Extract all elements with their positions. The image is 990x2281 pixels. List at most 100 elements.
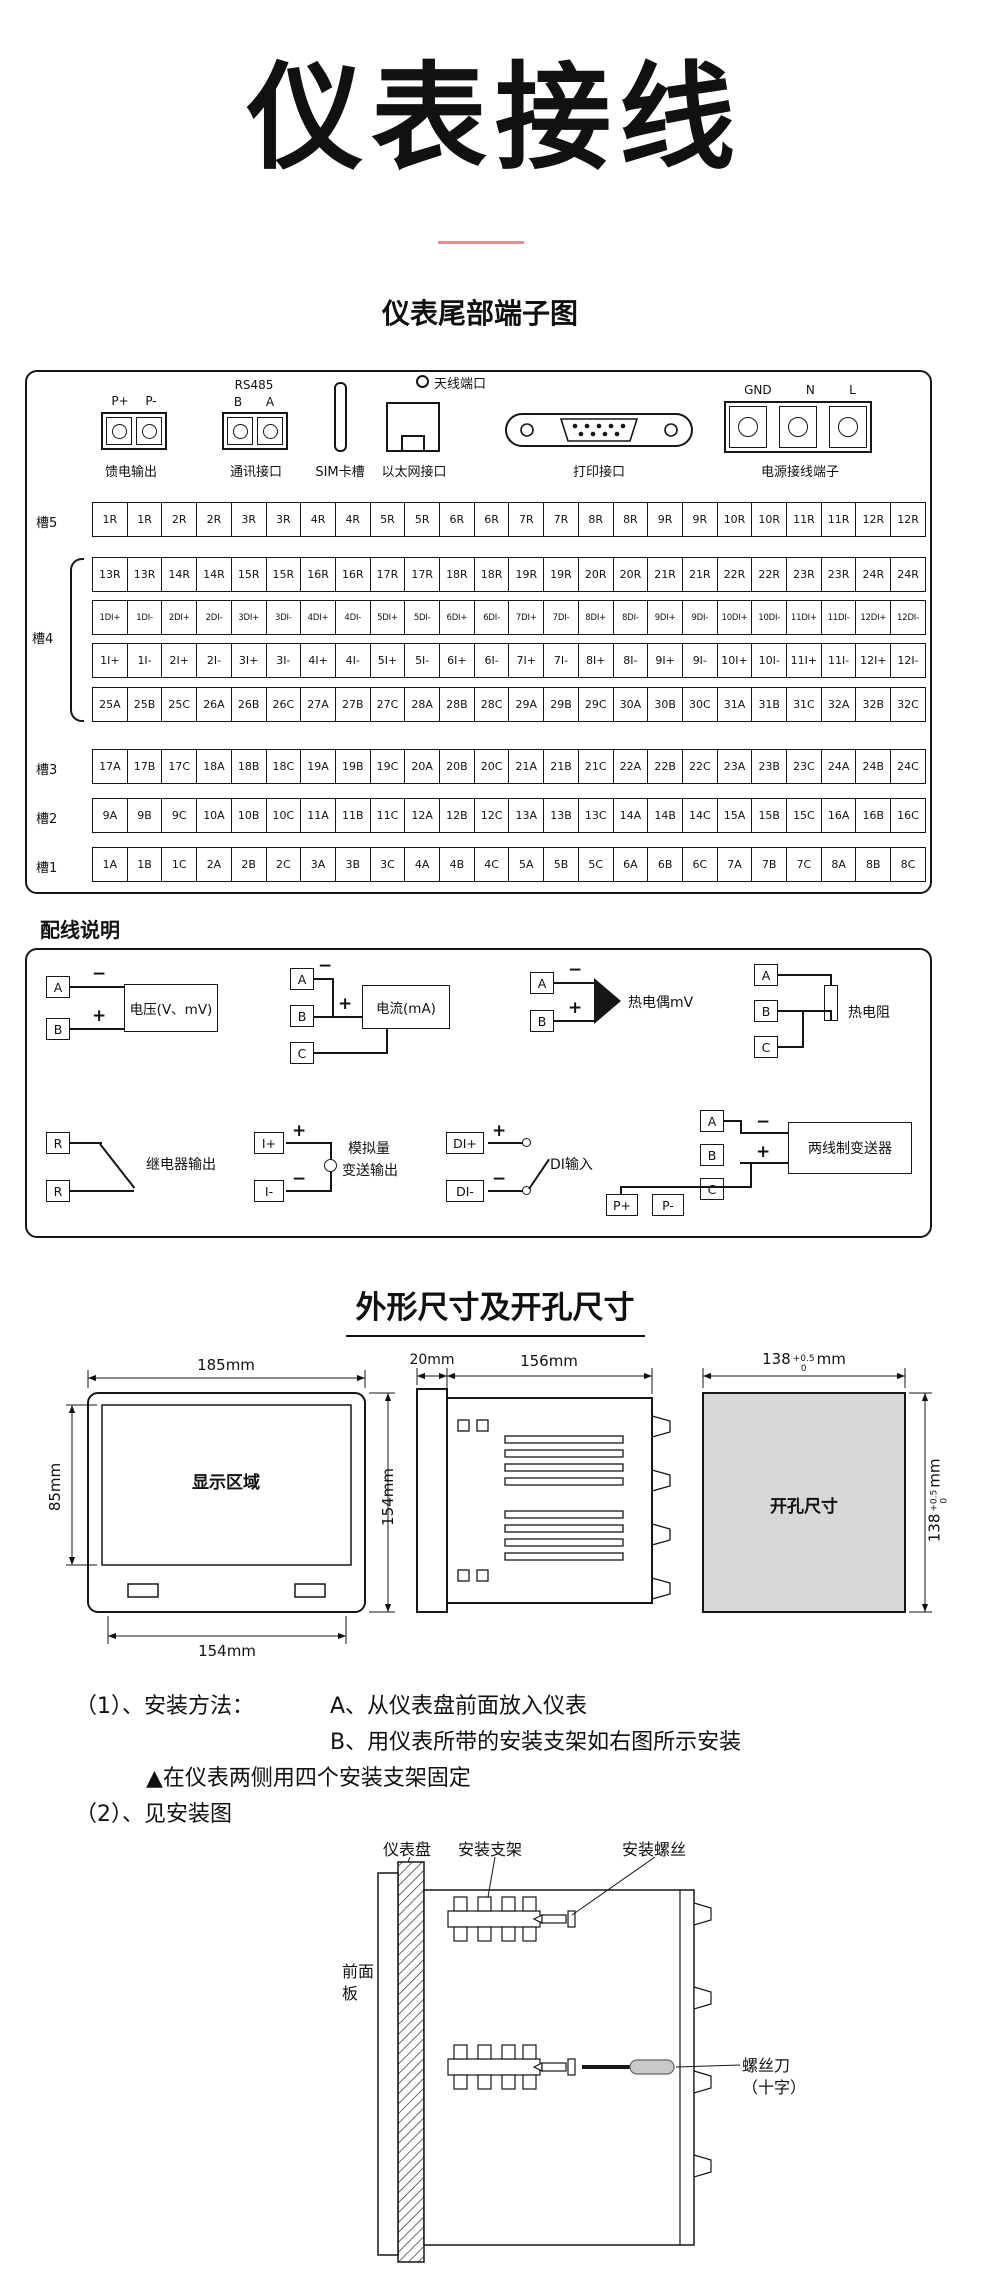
wire bbox=[70, 1142, 102, 1144]
title-divider bbox=[438, 241, 524, 244]
wire bbox=[286, 1190, 332, 1192]
terminal-cell: 11DI+ bbox=[786, 601, 821, 634]
sim-slot-icon bbox=[334, 382, 347, 452]
terminal-cell: 12R bbox=[890, 503, 925, 536]
side-view-bezel bbox=[416, 1388, 448, 1613]
dim-85mm: 85mm bbox=[46, 1462, 64, 1512]
terminal-cell: 10A bbox=[196, 799, 231, 832]
terminal-cell: 21R bbox=[681, 558, 717, 591]
wire bbox=[778, 1046, 804, 1048]
terminal-r: R bbox=[46, 1180, 70, 1202]
terminal-cell: 2R bbox=[196, 503, 231, 536]
install-step2: （2）、见安装图 bbox=[75, 1802, 232, 1827]
terminal-cell: 9DI- bbox=[681, 601, 717, 634]
plus-sign: + bbox=[338, 994, 353, 1014]
tolerance-lower: 0 bbox=[800, 1363, 807, 1374]
label-bracket: 安装支架 bbox=[458, 1840, 523, 1859]
rs485-label: RS485 bbox=[234, 378, 274, 392]
terminal-cell: 15B bbox=[751, 799, 786, 832]
analog-out-label-2: 变送输出 bbox=[342, 1163, 398, 1179]
terminal-cell: 16R bbox=[300, 558, 335, 591]
wire bbox=[70, 1190, 134, 1192]
terminal-cell: 2I- bbox=[196, 644, 231, 677]
terminal-cell: 7R bbox=[543, 503, 578, 536]
terminal-cell: 7DI- bbox=[543, 601, 578, 634]
display-area-label: 显示区域 bbox=[192, 1473, 260, 1493]
wire bbox=[740, 1162, 788, 1164]
wire bbox=[724, 1120, 742, 1122]
terminal-cell: 10B bbox=[230, 799, 266, 832]
power-pin-labels: GND N L bbox=[727, 383, 873, 397]
terminal-cell: 3DI- bbox=[265, 601, 301, 634]
terminal-cell: 14R bbox=[161, 558, 196, 591]
current-box: 电流(mA) bbox=[362, 985, 450, 1029]
dim-156mm: 156mm bbox=[520, 1352, 578, 1370]
tolerance-upper: +0.5 bbox=[792, 1354, 815, 1364]
terminal-p-plus: P+ bbox=[606, 1194, 638, 1216]
side-view-body bbox=[446, 1397, 653, 1604]
terminal-di-plus: DI+ bbox=[446, 1132, 484, 1154]
terminal-cell: 4I+ bbox=[300, 644, 335, 677]
screw-terminal-icon bbox=[106, 417, 132, 445]
terminal-cell: 17B bbox=[126, 750, 162, 783]
terminal-cell: 12I+ bbox=[855, 644, 890, 677]
terminal-cell: 24A bbox=[820, 750, 856, 783]
wire bbox=[750, 1163, 752, 1186]
terminal-cell: 10R bbox=[716, 503, 752, 536]
terminal-cell: 2DI+ bbox=[161, 601, 196, 634]
terminal-b: B bbox=[700, 1144, 724, 1166]
power-pin-label: L bbox=[849, 383, 856, 397]
terminal-cell: 5DI- bbox=[404, 601, 439, 634]
terminal-cell: 10R bbox=[751, 503, 786, 536]
plus-sign: + bbox=[756, 1142, 771, 1162]
terminal-cell: 16B bbox=[855, 799, 890, 832]
terminal-cell: 10I+ bbox=[716, 644, 752, 677]
terminal-cell: 7I- bbox=[543, 644, 578, 677]
comm-pin-label: A bbox=[265, 395, 275, 409]
terminal-cell: 12B bbox=[439, 799, 474, 832]
terminal-cell: 13C bbox=[577, 799, 613, 832]
terminal-cell: 17A bbox=[99, 760, 121, 773]
terminal-cell: 4R bbox=[300, 503, 335, 536]
terminal-r: R bbox=[46, 1132, 70, 1154]
slot2-label: 槽2 bbox=[36, 812, 58, 827]
terminal-cell: 25A bbox=[99, 698, 121, 711]
terminal-cell: 27A bbox=[300, 688, 335, 721]
terminal-b: B bbox=[530, 1010, 554, 1032]
minus-sign: − bbox=[568, 960, 583, 980]
power-pin-label: GND bbox=[744, 383, 772, 397]
terminal-cell: 9R bbox=[681, 503, 717, 536]
terminal-cell: 15C bbox=[786, 799, 821, 832]
wiring-note-label: 配线说明 bbox=[40, 918, 120, 942]
terminal-cell: 19R bbox=[508, 558, 543, 591]
terminal-diagram-title: 仪表尾部端子图 bbox=[381, 297, 578, 330]
screw-terminal-icon bbox=[829, 406, 867, 448]
slot5-label: 槽5 bbox=[36, 516, 58, 531]
install-step1b: B、用仪表所带的安装支架如右图所示安装 bbox=[330, 1730, 742, 1755]
terminal-cell: 30C bbox=[681, 688, 717, 721]
terminal-cell: 12DI+ bbox=[855, 601, 890, 634]
feed-terminal-block bbox=[101, 412, 167, 450]
dim-154mm-bottom: 154mm bbox=[198, 1642, 256, 1660]
terminal-a: A bbox=[754, 964, 778, 986]
terminal-cell: 2R bbox=[161, 503, 196, 536]
terminal-cell: 8I+ bbox=[577, 644, 613, 677]
feed-label: 馈电输出 bbox=[104, 465, 157, 480]
terminal-cell: 3R bbox=[230, 503, 266, 536]
terminal-cell: 26A bbox=[196, 688, 231, 721]
terminal-cell: 6I+ bbox=[439, 644, 474, 677]
terminal-cell: 21B bbox=[543, 750, 578, 783]
terminal-p-minus: P- bbox=[652, 1194, 684, 1216]
dim-154mm-right: 154mm bbox=[379, 1468, 397, 1526]
wire bbox=[620, 1186, 752, 1188]
comm-pin-labels: B A bbox=[222, 395, 286, 409]
terminal-cell: 4B bbox=[439, 848, 474, 881]
terminal-cell: 2A bbox=[196, 848, 231, 881]
dims-title: 外形尺寸及开孔尺寸 bbox=[345, 1282, 645, 1337]
antenna-label: 天线端口 bbox=[434, 377, 487, 392]
relay-label: 继电器输出 bbox=[146, 1157, 216, 1173]
terminal-cell: 9B bbox=[126, 799, 162, 832]
